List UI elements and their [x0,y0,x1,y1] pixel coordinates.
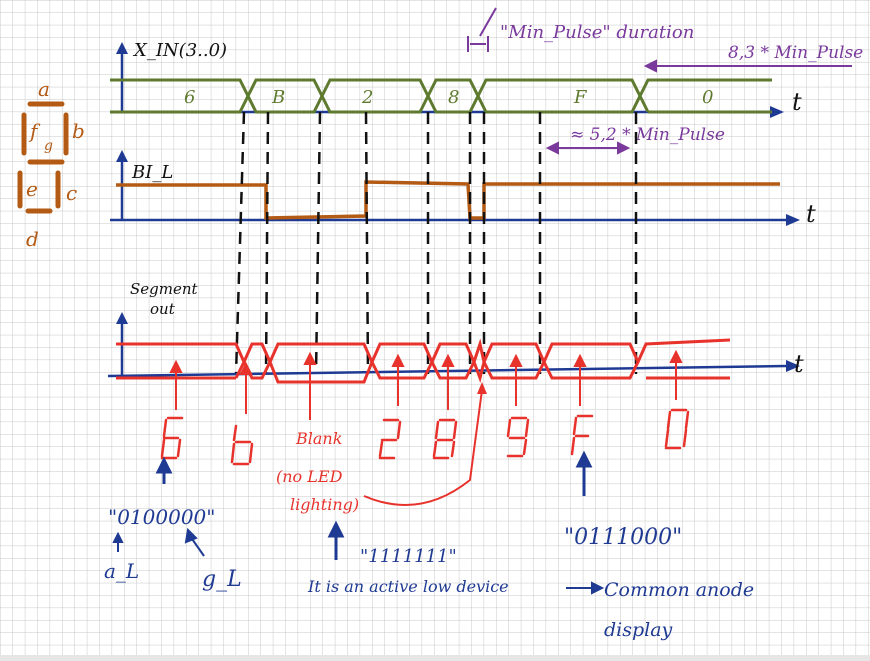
x-in-value-6: 0 [702,87,713,108]
five-two-label: ≈ 5,2 * Min_Pulse [570,125,725,145]
segment-signal-label-2: out [150,300,176,318]
bottom-edge [0,655,870,661]
pointer-f-head-icon [573,353,587,367]
transition-guide-1 [234,111,246,375]
blank-sub-2: lighting) [290,495,359,514]
bi-l-axis: t BI_L [110,150,816,228]
segment-pointer-arrows [169,349,683,420]
display-note: display [604,619,673,641]
x-in-axis-t: t [792,88,802,116]
eight-three-arrowhead-icon [643,59,657,73]
five-two-arrowhead-left-icon [545,141,559,155]
pointer-8-head-icon [441,353,455,367]
legend-label-g: g [44,138,53,154]
implies-arrow [566,581,605,595]
legend-label-b: b [72,119,85,143]
blank-sub-1: (no LED [276,467,343,486]
transition-guide-4 [364,111,370,375]
seven-segment-glyphs [160,408,690,466]
segment-bus-part-9 [636,338,731,380]
bi-l-axis-arrow-icon [116,150,128,162]
x-in-signal-label: X_IN(3..0) [132,40,227,61]
x-in-time-arrow-icon [770,106,784,118]
active-low-note: It is an active low device [307,577,509,596]
code-f-arrow-head-icon [575,450,593,468]
glyph-f-icon [570,414,594,456]
five-two-arrowhead-right-icon [617,141,631,155]
transition-guide-3 [314,111,322,375]
bi-l-time-arrow-icon [786,214,800,226]
transition-guides [234,111,638,375]
g-l-arrow-head-icon [184,527,198,544]
code-arrows [155,450,593,560]
glyph-2-icon [378,418,402,460]
seven-segment-legend [17,101,69,214]
glyph-b-icon [230,424,254,466]
g-l-label: g_L [202,567,242,592]
code-f-label: "0111000" [564,525,682,550]
blank-label: Blank [295,429,342,448]
glyph-0-icon [664,408,690,450]
x-in-value-5: F [573,87,588,108]
glyph-8-icon [432,418,458,460]
five-two-annotation [545,141,631,155]
pointer-0-head-icon [669,349,683,363]
legend-label-c: c [66,181,77,205]
pointer-blank-head-icon [303,351,317,365]
code-blank-label: "1111111" [360,546,457,567]
segment-axis-t: t [794,350,804,378]
segment-time-arrow-icon [786,360,800,372]
blank-connector [363,389,483,506]
legend-label-a: a [38,77,50,101]
min-pulse-annotation [467,7,497,52]
a-l-arrow-head-icon [112,531,124,543]
x-in-bus-seg-0 [638,78,772,114]
eight-three-annotation [643,59,852,73]
bi-l-signal-label: BI_L [131,162,173,183]
code-6-arrow-head-icon [155,456,173,474]
x-in-value-3: 2 [361,87,373,108]
legend-label-d: d [26,227,39,251]
code-6-label: "0100000" [108,505,215,529]
common-anode-note: Common anode [604,579,754,601]
blank-connector-head-icon [477,382,487,394]
implies-arrow-head-icon [591,581,605,595]
x-in-bus [110,78,772,114]
x-in-value-1: 6 [184,87,195,108]
transition-guide-2 [264,111,270,375]
segment-axis-arrow-icon [116,312,128,324]
bit-arrows [112,527,205,557]
a-l-label: a_L [104,559,139,583]
min-pulse-quote-mark [479,7,497,37]
bi-l-axis-t: t [806,200,816,228]
pointer-9-head-icon [509,353,523,367]
pointer-6-head-icon [169,359,183,373]
code-blank-arrow-head-icon [327,520,345,538]
x-in-value-2: B [271,87,285,108]
legend-label-e: e [26,177,38,201]
eight-three-label: 8,3 * Min_Pulse [728,43,863,63]
pointer-b-head-icon [239,361,253,375]
min-pulse-label: "Min_Pulse" duration [500,22,694,43]
segment-signal-label-1: Segment [130,280,199,298]
glyph-6-icon [160,416,184,460]
x-in-value-4: 8 [448,87,459,108]
pointer-2-head-icon [391,353,405,367]
glyph-9-icon [506,416,530,458]
x-in-axis-arrow-icon [116,42,128,54]
